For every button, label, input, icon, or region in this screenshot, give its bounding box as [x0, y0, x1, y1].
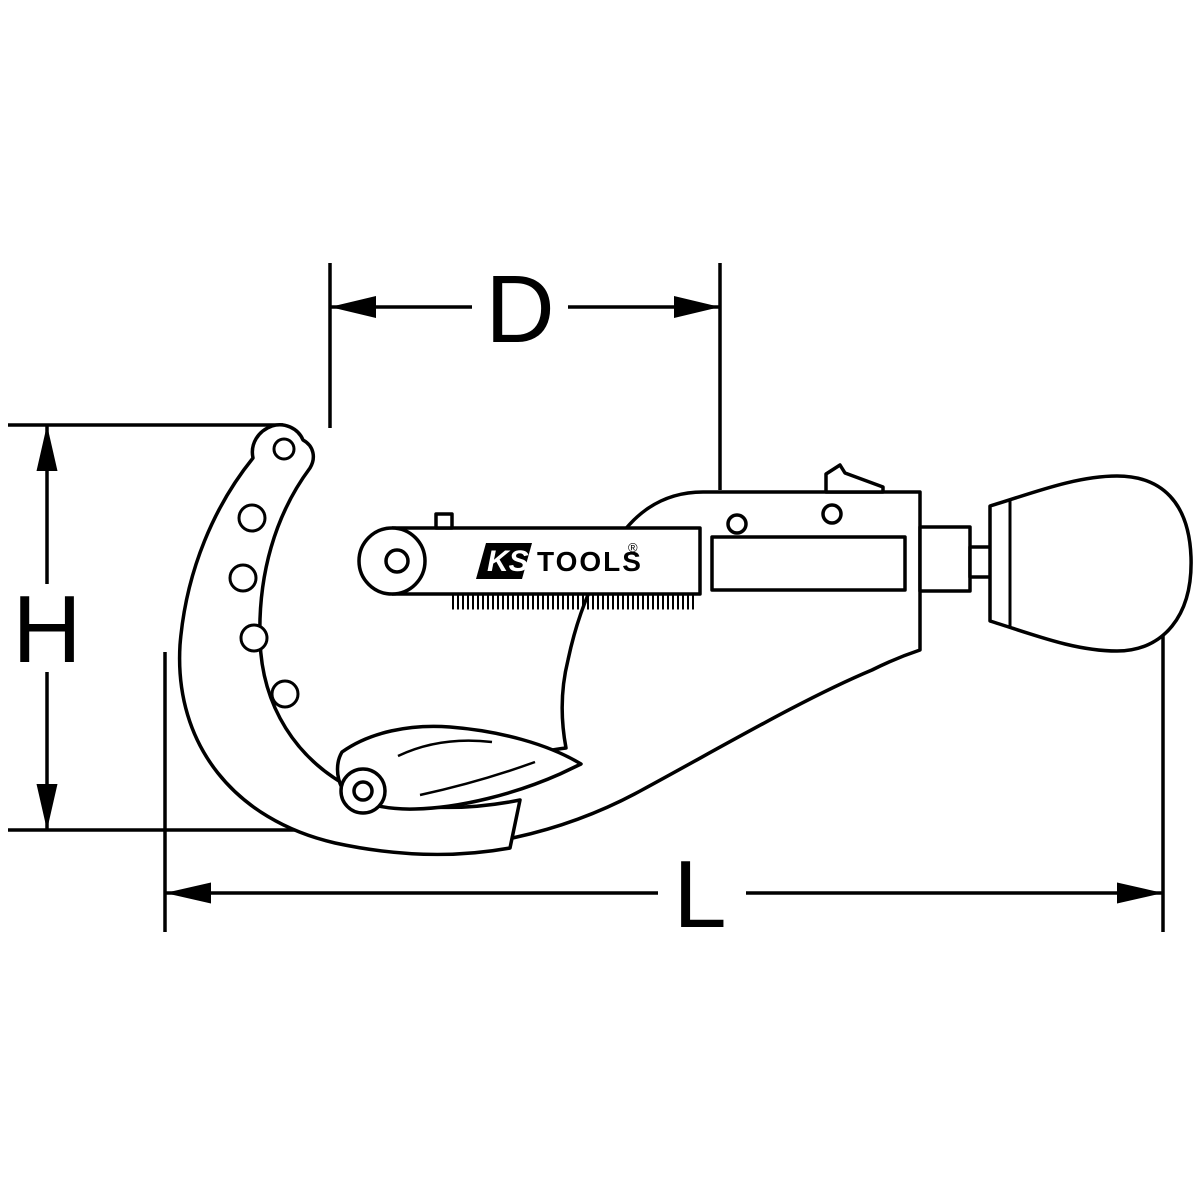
arrowhead-down: [36, 784, 58, 830]
body-hole: [726, 513, 748, 535]
logo-ks-text: KS: [487, 545, 529, 578]
hole: [237, 503, 267, 533]
bar-notch: [434, 512, 454, 530]
logo-tools-text: TOOLS: [537, 546, 643, 577]
dimension-d: [328, 263, 722, 490]
roller-hole: [384, 548, 410, 574]
pivot-hole: [352, 780, 374, 802]
frame-holes: [228, 437, 300, 709]
slide-bar: [392, 526, 702, 596]
adjustment-knob: [988, 474, 1193, 653]
pipe-cutter-tool: KS TOOLS ®: [177, 423, 1193, 857]
body-details: [710, 463, 907, 592]
body-hole: [821, 503, 843, 525]
arrowhead-right: [1117, 882, 1163, 904]
dimension-d-label: D: [485, 256, 554, 363]
brand-logo: KS TOOLS ®: [476, 540, 643, 579]
hole: [272, 437, 296, 461]
arrowhead-left: [165, 882, 211, 904]
c-frame-outline: [177, 423, 522, 857]
knob-outline: [988, 474, 1193, 653]
dimension-h: [8, 423, 335, 832]
hole: [239, 623, 269, 653]
dimension-labels: D H L: [12, 256, 726, 948]
arrowhead-left: [330, 296, 376, 318]
body-slot: [710, 535, 907, 592]
dimension-h-label: H: [12, 576, 81, 683]
dimension-l: [163, 600, 1165, 932]
dimension-l-label: L: [673, 841, 726, 948]
logo-registered-mark: ®: [628, 540, 638, 555]
lower-jaw-assembly: [335, 724, 583, 815]
logo-box: [476, 543, 532, 579]
hole: [228, 563, 258, 593]
arrowhead-up: [36, 425, 58, 471]
spindle: [918, 525, 994, 593]
dimension-annotations: [8, 263, 1165, 932]
blade-detail-line: [419, 760, 536, 797]
spindle-step: [918, 525, 972, 593]
hole: [270, 679, 300, 709]
arrowhead-right: [674, 296, 720, 318]
release-latch: [824, 463, 885, 494]
blade-detail-line: [397, 739, 493, 758]
